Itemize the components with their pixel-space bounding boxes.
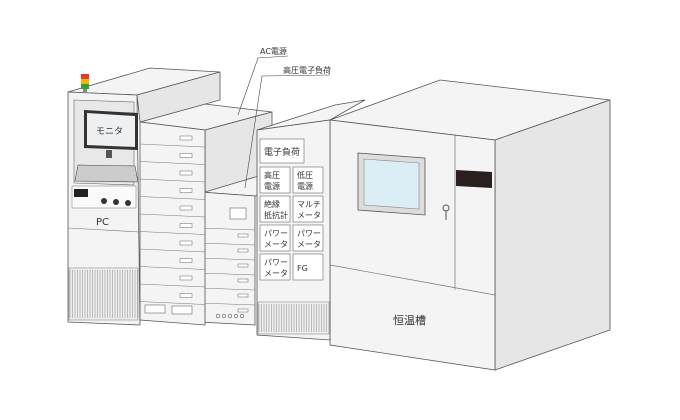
drawer-handle[interactable] xyxy=(179,258,193,263)
instrument-unit xyxy=(259,224,291,252)
drawer-handle[interactable] xyxy=(179,205,193,211)
instrument-label: 高圧 xyxy=(264,170,280,180)
drawer-divider xyxy=(139,196,206,200)
unit-handle[interactable] xyxy=(237,263,249,268)
instrument-label: パワー xyxy=(264,229,288,238)
unit-handle[interactable] xyxy=(237,248,249,253)
unit-divider xyxy=(199,302,256,306)
thermal-chamber: 恒温槽 xyxy=(329,79,611,371)
drawer-divider xyxy=(139,143,206,148)
instrument-label: マルチ xyxy=(297,200,321,209)
instrument-rack-vent xyxy=(257,301,330,335)
unit-handle[interactable] xyxy=(237,278,249,283)
pc-vent xyxy=(68,267,139,321)
callouts: AC電源 高圧電子負荷 xyxy=(237,47,331,189)
knob-icon[interactable] xyxy=(113,199,119,205)
pc-cabinet-side xyxy=(136,71,221,123)
instrument-label: FG xyxy=(297,264,308,273)
instrument-label: メータ xyxy=(264,240,288,249)
drawer-handle[interactable] xyxy=(179,293,193,298)
keyboard[interactable] xyxy=(74,164,139,183)
unit-divider xyxy=(199,227,256,231)
instrument-label: 低圧 xyxy=(297,170,313,180)
drawer-handle[interactable] xyxy=(171,305,193,315)
unit-divider xyxy=(199,257,256,261)
unit-handle[interactable] xyxy=(237,308,249,313)
pc-display xyxy=(74,189,88,197)
connector-icon xyxy=(239,313,245,319)
chamber-label: 恒温槽 xyxy=(393,314,426,327)
ac-power-display xyxy=(229,207,247,220)
connector-icon xyxy=(227,313,233,319)
monitor-label: モニタ xyxy=(96,126,123,137)
instrument-unit xyxy=(292,253,324,281)
drawer-divider xyxy=(139,178,206,183)
instrument-unit xyxy=(259,166,291,194)
instrument-label: 絶縁 xyxy=(264,199,280,209)
signal-light xyxy=(81,74,89,79)
drawer-handle[interactable] xyxy=(144,304,166,314)
signal-tower xyxy=(81,74,89,93)
knob-icon[interactable] xyxy=(125,200,131,206)
drawer-divider xyxy=(139,248,206,253)
unit-handle[interactable] xyxy=(237,293,249,298)
drawer-handle[interactable] xyxy=(179,188,193,193)
pc-label: PC xyxy=(96,217,109,228)
callout-ac-power: AC電源 xyxy=(260,47,287,56)
callout-hv-load: 高圧電子負荷 xyxy=(283,65,331,75)
drawer-handle[interactable] xyxy=(179,170,193,176)
chamber-control-display xyxy=(456,170,492,188)
unit-divider xyxy=(199,287,256,291)
instrument-label: パワー xyxy=(297,229,321,238)
instrument-label: 電源 xyxy=(264,182,280,191)
instrument-label: メータ xyxy=(264,269,288,278)
chamber-side xyxy=(494,99,611,371)
connector-icon xyxy=(221,313,227,319)
electronic-load-label: 電子負荷 xyxy=(264,146,300,158)
signal-light xyxy=(81,79,89,84)
instrument-label: メータ xyxy=(297,240,321,249)
instrument-unit xyxy=(259,253,291,281)
pc-cabinet: モニタ PC xyxy=(67,67,221,326)
instrument-unit xyxy=(259,195,291,223)
unit-handle[interactable] xyxy=(237,233,249,238)
drawer-divider xyxy=(139,161,206,165)
middle-rack-front xyxy=(139,121,206,326)
drawer-handle[interactable] xyxy=(179,223,193,228)
instrument-unit xyxy=(292,166,324,194)
unit-divider xyxy=(199,242,256,246)
electronic-load-unit xyxy=(259,138,305,164)
drawer-handle[interactable] xyxy=(179,135,193,141)
signal-light xyxy=(81,84,89,89)
instrument-label: 電源 xyxy=(297,182,313,191)
drawer-handle[interactable] xyxy=(179,240,193,246)
power-supply-rack xyxy=(139,103,273,326)
instrument-label: 抵抗計 xyxy=(264,210,288,220)
drawer-handle[interactable] xyxy=(179,275,193,281)
drawer-divider xyxy=(139,283,206,288)
instrument-label: パワー xyxy=(264,258,288,267)
instrument-unit xyxy=(292,195,324,223)
unit-divider xyxy=(199,272,256,276)
knob-icon[interactable] xyxy=(101,198,107,204)
drawer-divider xyxy=(139,266,206,270)
instrument-rack: 電子負荷 高圧電源低圧電源絶縁抵抗計マルチメータパワーメータパワーメータパワーメ… xyxy=(256,99,366,341)
drawer-divider xyxy=(139,231,206,235)
instrument-label: メータ xyxy=(297,211,321,220)
instrument-unit xyxy=(292,224,324,252)
drawer-divider xyxy=(139,213,206,218)
drawer-handle[interactable] xyxy=(179,153,193,158)
connector-icon xyxy=(215,313,221,319)
connector-icon xyxy=(233,313,239,319)
drawer-divider xyxy=(139,301,206,305)
